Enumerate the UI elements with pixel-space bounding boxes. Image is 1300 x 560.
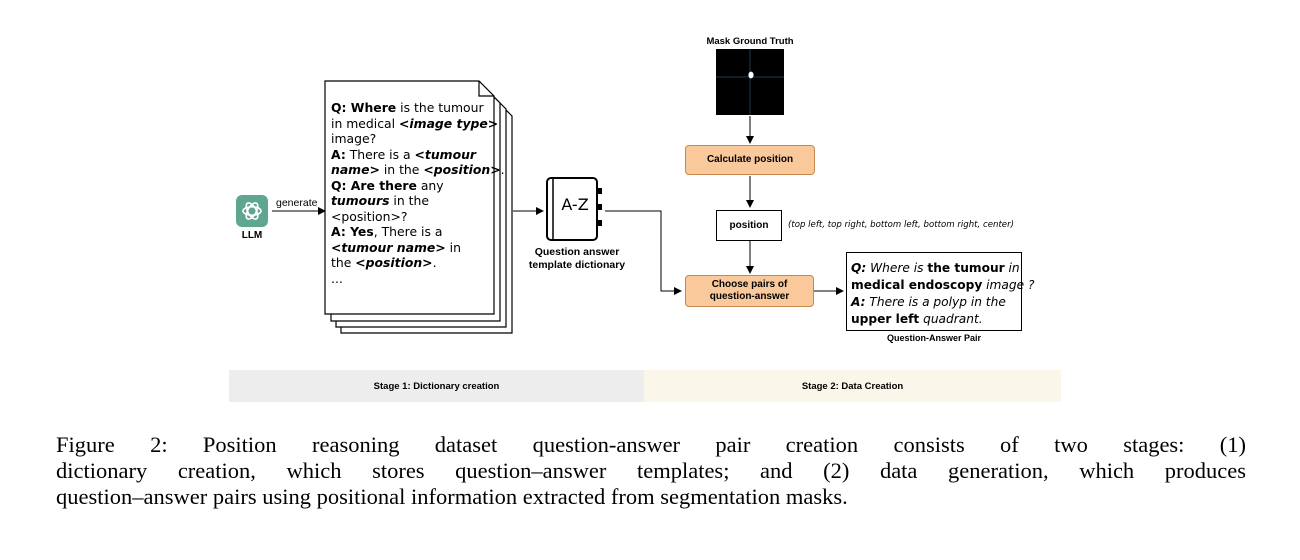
qa-line: medical endoscopy image ? — [851, 278, 1035, 292]
caption-line2: dictionary creation, which stores questi… — [56, 458, 1246, 483]
qa-line: Q: Where is the tumour in — [851, 261, 1020, 275]
qa-line: upper left quadrant. — [851, 312, 983, 326]
generate-label: generate — [276, 197, 318, 209]
choose-pairs-box: Choose pairs of question-answer — [685, 275, 814, 307]
llm-icon — [236, 195, 268, 227]
document-line: ... — [331, 270, 343, 286]
dictionary-label-line1: Question answer — [534, 246, 620, 258]
choose-pairs-line2: question-answer — [709, 291, 790, 302]
dictionary-label: Question answer template dictionary — [517, 246, 637, 272]
qa-line: A: There is a polyp in the — [851, 295, 1006, 309]
position-box: position — [716, 210, 782, 241]
position-options: (top left, top right, bottom left, botto… — [788, 220, 1014, 230]
mask-image — [716, 49, 784, 115]
stage1-band: Stage 1: Dictionary creation — [229, 370, 644, 402]
document-line: Q: Where is the tumour — [331, 100, 484, 115]
figure-caption: Figure 2: Position reasoning dataset que… — [56, 432, 1246, 510]
template-document-stack — [324, 80, 513, 334]
document-line: image? — [331, 131, 377, 146]
llm-label: LLM — [241, 230, 263, 241]
choose-pairs-line1: Choose pairs of — [711, 279, 788, 290]
document-line: in medical <image type> — [331, 115, 499, 131]
qa-pair-box — [846, 252, 1022, 331]
mask-title: Mask Ground Truth — [706, 36, 794, 47]
qa-pair-label: Question-Answer Pair — [886, 333, 982, 343]
book-icon-text: A-Z — [561, 195, 589, 214]
document-line: A: Yes, There is a — [331, 224, 443, 239]
dictionary-label-line2: template dictionary — [528, 259, 626, 271]
dictionary-to-choose-arrow — [605, 210, 682, 295]
document-line: the <position>. — [331, 255, 437, 270]
document-line: tumours in the — [331, 193, 429, 208]
document-line: <position>? — [331, 208, 408, 224]
caption-line3: question–answer pairs using positional i… — [56, 484, 848, 509]
calculate-position-box: Calculate position — [685, 145, 815, 175]
qa-pair-text: Q: Where is the tumour in medical endosco… — [851, 260, 1035, 328]
stage2-band: Stage 2: Data Creation — [644, 370, 1061, 402]
document-line: A: There is a <tumour — [331, 146, 477, 162]
document-line: name> in the <position>. — [331, 162, 505, 177]
book-icon — [546, 177, 602, 241]
document-line: <tumour name> in — [331, 239, 461, 255]
caption-line1: Figure 2: Position reasoning dataset que… — [56, 432, 1246, 457]
document-line: Q: Are there any — [331, 177, 444, 193]
